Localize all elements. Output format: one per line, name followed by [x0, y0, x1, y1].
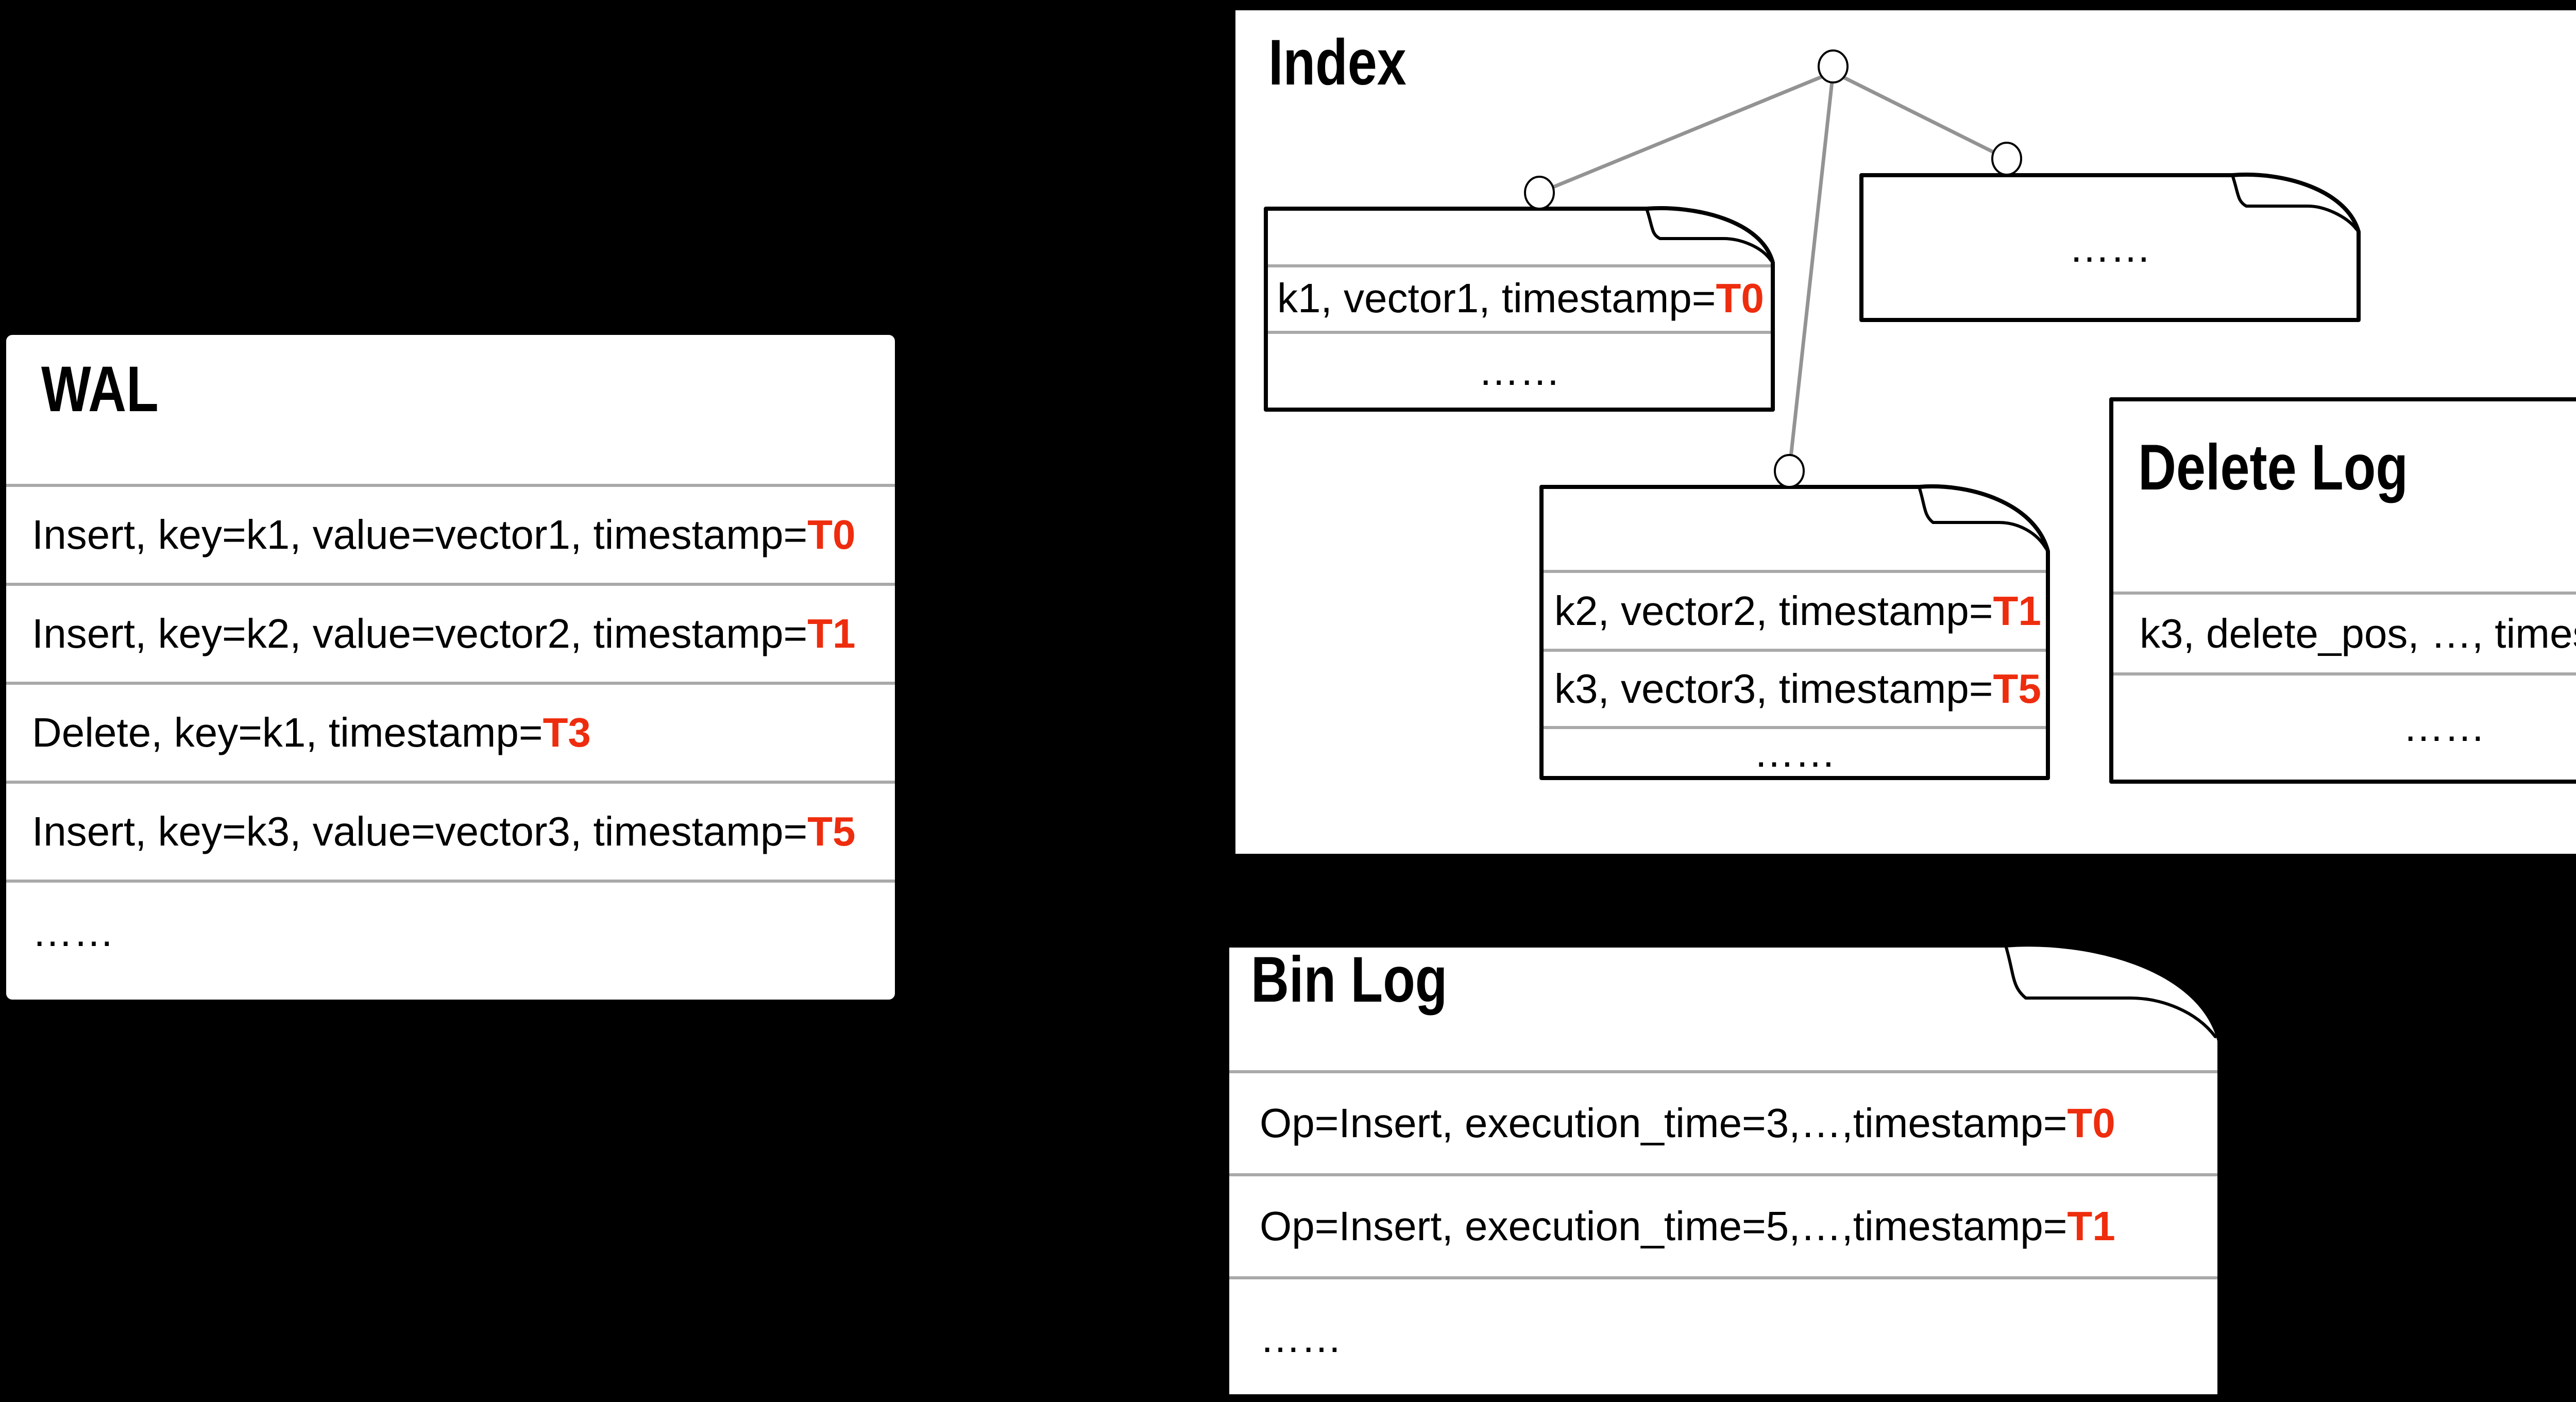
doc-k2k3-divider: [1544, 726, 2046, 729]
tree-node-right-icon: [1991, 142, 2022, 176]
doc-other-row-ellipsis: ……: [2069, 225, 2151, 271]
delete-log-divider: [2113, 672, 2576, 675]
bin-log-divider: [1229, 1173, 2217, 1176]
wal-title-label: WAL: [41, 353, 159, 425]
bin-log-row-timestamp: T1: [2067, 1203, 2115, 1249]
bin-log-row: Op=Insert, execution_time=3,…,timestamp=…: [1260, 1073, 2115, 1173]
bin-log-row-text: Op=Insert, execution_time=3,…,timestamp=: [1260, 1100, 2067, 1146]
doc-k1-divider: [1268, 331, 1771, 334]
wal-row: Insert, key=k3, value=vector3, timestamp…: [32, 784, 856, 880]
doc-k1-divider: [1268, 264, 1771, 267]
tree-edge: [1538, 70, 1834, 195]
wal-divider: [6, 583, 895, 586]
wal-row: Delete, key=k1, timestamp=T3: [32, 685, 591, 781]
tree-edge: [1832, 70, 2008, 161]
index-title: Index: [1268, 27, 1436, 99]
doc-k2k3-row-text: k3, vector3, timestamp=: [1554, 666, 1993, 712]
doc-other-row: ……: [1861, 175, 2359, 320]
doc-k2k3-row-text: k2, vector2, timestamp=: [1554, 588, 1993, 634]
delete-log-title: Delete Log: [2138, 432, 2467, 504]
wal-row-timestamp: T1: [807, 611, 856, 656]
delete-log-row-text: k3, delete_pos, …, timestamp=: [2140, 611, 2576, 656]
doc-other-fold-crease: [2231, 174, 2358, 231]
wal-row: Insert, key=k1, value=vector1, timestamp…: [32, 487, 856, 583]
doc-k1-row: k1, vector1, timestamp=T0: [1277, 266, 1764, 331]
doc-k2k3-row-timestamp: T1: [1993, 588, 2041, 634]
bin-log-divider: [1229, 1276, 2217, 1279]
doc-bin-log-fold-crease: [2004, 944, 2217, 1038]
wal-row-timestamp: T0: [807, 512, 856, 558]
doc-k1-fold-crease: [1645, 207, 1772, 262]
doc-k1-row-text: k1, vector1, timestamp=: [1277, 275, 1716, 321]
wal-row: Insert, key=k2, value=vector2, timestamp…: [32, 586, 856, 682]
wal-divider: [6, 682, 895, 685]
wal-divider: [6, 781, 895, 784]
doc-k2k3-row-timestamp: T5: [1993, 666, 2041, 712]
wal-row-text: Insert, key=k1, value=vector1, timestamp…: [32, 512, 808, 558]
wal-row-text: Insert, key=k2, value=vector2, timestamp…: [32, 611, 808, 656]
doc-k1-row-ellipsis: ……: [1478, 348, 1561, 394]
wal-row-timestamp: T5: [807, 808, 856, 854]
bin-log-row-timestamp: T0: [2067, 1100, 2115, 1146]
doc-k2k3-divider: [1544, 649, 2046, 652]
bin-log-title: Bin Log: [1251, 944, 1490, 1016]
tree-node-left-icon: [1524, 176, 1555, 210]
wal-row-timestamp: T3: [543, 710, 591, 755]
tree-edge: [1787, 72, 1835, 471]
index-tree-edges: [1538, 70, 2008, 471]
bin-log-row: Op=Insert, execution_time=5,…,timestamp=…: [1260, 1176, 2115, 1276]
delete-log-divider: [2113, 592, 2576, 595]
delete-log-title-label: Delete Log: [2138, 432, 2408, 503]
doc-delete-log-shape: [2109, 397, 2576, 784]
wal-row-text: Delete, key=k1, timestamp=: [32, 710, 543, 755]
wal-divider: [6, 484, 895, 487]
doc-k2k3-row: k2, vector2, timestamp=T1: [1554, 573, 2041, 649]
wal-row: ……: [32, 883, 114, 982]
doc-k2k3-row: k3, vector3, timestamp=T5: [1554, 652, 2041, 726]
wal-divider: [6, 880, 895, 883]
delete-log-row: k3, delete_pos, …, timestamp=T3: [2140, 595, 2576, 672]
index-tree-nodes: [1524, 49, 2022, 488]
document-shapes: [1225, 172, 2576, 1398]
doc-k1-row: ……: [1268, 332, 1771, 410]
delete-log-row: ……: [2113, 675, 2576, 779]
doc-k2k3-divider: [1544, 570, 2046, 573]
wal-title: WAL: [41, 353, 184, 426]
bin-log-title-label: Bin Log: [1251, 944, 1448, 1016]
wal-row-text: Insert, key=k3, value=vector3, timestamp…: [32, 808, 808, 854]
tree-node-middle-icon: [1774, 454, 1805, 488]
bin-log-row-ellipsis: ……: [1260, 1315, 1342, 1361]
index-title-label: Index: [1268, 27, 1406, 98]
tree-node-root-icon: [1818, 49, 1849, 83]
doc-k2k3-row: ……: [1544, 728, 2046, 778]
doc-k2k3-row-ellipsis: ……: [1753, 730, 1836, 775]
delete-log-row-ellipsis: ……: [2403, 704, 2485, 750]
bin-log-row-text: Op=Insert, execution_time=5,…,timestamp=: [1260, 1203, 2067, 1249]
bin-log-divider: [1229, 1070, 2217, 1073]
bin-log-row: ……: [1260, 1279, 1342, 1396]
doc-k1-row-timestamp: T0: [1716, 275, 1764, 321]
wal-row-ellipsis: ……: [32, 909, 114, 955]
wal-box: [6, 335, 895, 1000]
doc-k2k3-fold-crease: [1918, 485, 2047, 550]
